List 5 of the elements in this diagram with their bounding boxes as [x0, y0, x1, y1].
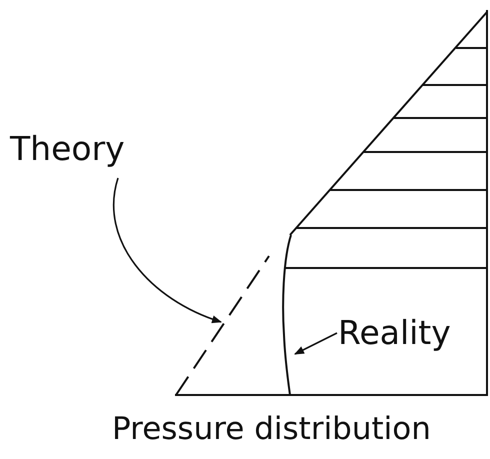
- caption: Pressure distribution: [112, 414, 431, 445]
- theory-label: Theory: [10, 129, 125, 168]
- leader-arrow: [294, 332, 338, 355]
- reality-label: Reality: [338, 313, 451, 352]
- leader-arrow: [112, 178, 222, 323]
